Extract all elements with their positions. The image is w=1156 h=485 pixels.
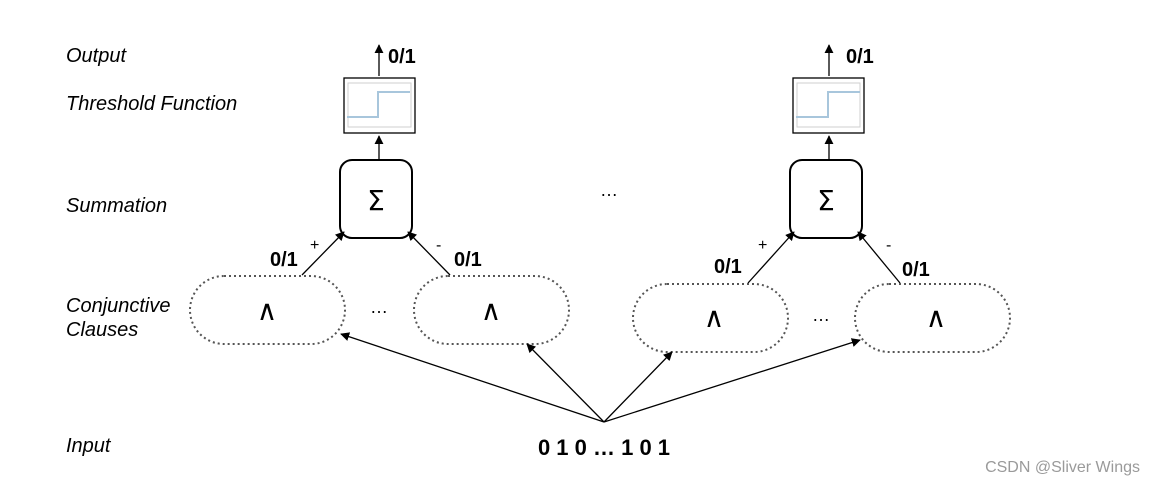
summation-symbol: Σ [367,184,385,217]
clause-node [854,283,1011,353]
clause-sign-plus: + [758,237,767,254]
output-value: 0/1 [388,46,416,68]
label-input: Input [66,435,112,457]
label-output: Output [66,45,127,67]
clause-output-value: 0/1 [902,259,930,281]
input-arrow [340,332,605,423]
output-value: 0/1 [846,46,874,68]
input-arrow [603,338,861,423]
label-conjunctive-line1: Conjunctive [66,295,171,317]
clause-sign-plus: + [310,237,319,254]
watermark: CSDN @Sliver Wings [985,459,1140,476]
clause-node [413,275,570,345]
clause-and-symbol: ∧ [257,294,278,327]
label-conjunctive-line2: Clauses [66,319,138,341]
clause-to-sum-arrow-plus [301,231,345,276]
clause-output-value: 0/1 [714,256,742,278]
label-summation: Summation [66,195,167,217]
input-edges [340,332,861,423]
label-threshold: Threshold Function [66,93,237,115]
step-function-line [347,91,410,118]
clause-sign-minus: - [436,237,441,254]
clause-to-sum-arrow-minus [857,231,901,284]
clause-and-symbol: ∧ [704,301,725,334]
step-function-line [796,91,860,118]
clause-to-sum-arrow-plus [747,231,795,284]
clause-sign-minus: - [886,237,891,254]
summation-box [339,159,413,239]
clause-output-value: 0/1 [270,249,298,271]
input-arrow [526,343,605,423]
threshold-plot-frame [796,82,861,128]
threshold-plot-frame [347,82,412,128]
right-branch: 0/1 Σ + 0/1 - 0/1 ∧ … ∧ [632,44,1011,353]
branch-ellipsis: … [600,180,618,200]
left-branch: 0/1 Σ + 0/1 - 0/1 ∧ … ∧ [189,44,570,345]
input-arrow [603,351,673,423]
clause-and-symbol: ∧ [926,301,947,334]
summation-symbol: Σ [817,184,835,217]
clause-and-symbol: ∧ [481,294,502,327]
clause-node [189,275,346,345]
clause-ellipsis: … [812,305,830,325]
clause-output-value: 0/1 [454,249,482,271]
threshold-box [343,77,416,134]
clause-to-sum-arrow-minus [407,231,451,276]
clause-ellipsis: … [370,297,388,317]
summation-box [789,159,863,239]
clause-node [632,283,789,353]
input-bits: 0 1 0 … 1 0 1 [538,435,670,460]
